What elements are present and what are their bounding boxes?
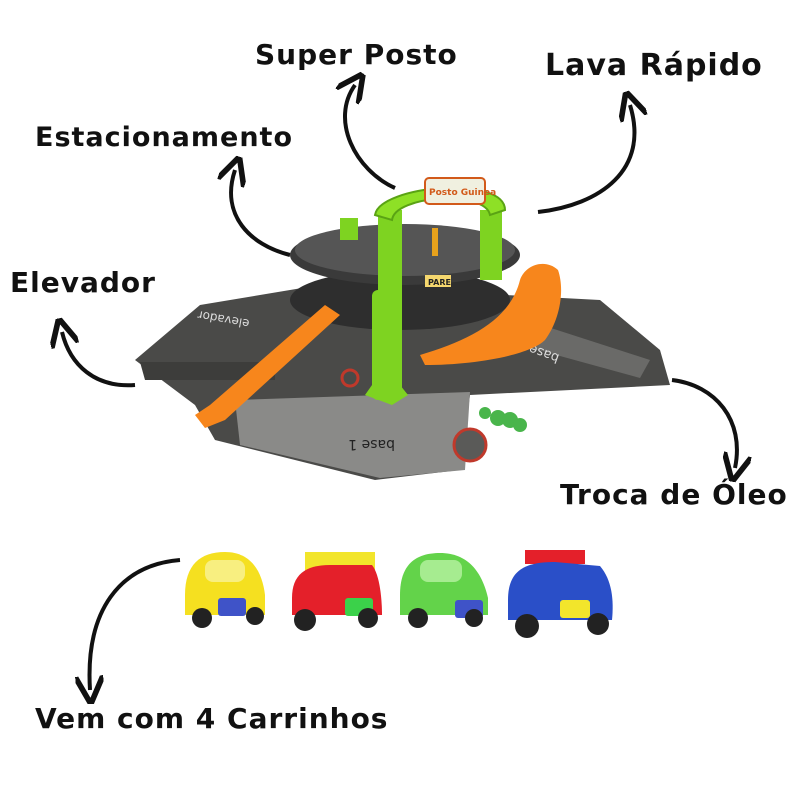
base-1-label: base 1 [348,436,395,452]
car-green [400,553,488,628]
label-troca-de-oleo: Troca de Óleo [560,478,788,511]
label-estacionamento: Estacionamento [35,122,294,153]
pare-sign: PARE [428,278,451,287]
garage-sign: Posto Guinea [429,188,496,198]
arrow-elevador [62,332,136,388]
arrow-carrinhos [90,558,181,690]
arrow-troca-oleo [671,378,737,468]
arrow-lava-rapido [537,105,634,214]
car-red [292,552,382,631]
orange-ramps [195,263,562,428]
car-blue [508,550,613,638]
label-super-posto: Super Posto [255,38,458,71]
arrow-super-posto [345,85,396,190]
label-vem-com-carrinhos: Vem com 4 Carrinhos [35,702,389,735]
label-elevador: Elevador [10,266,156,299]
car-yellow [185,552,265,628]
label-lava-rapido: Lava Rápido [545,48,763,83]
parking-garage: Posto Guinea PARE [290,177,527,432]
arrow-estacionamento [231,170,291,257]
